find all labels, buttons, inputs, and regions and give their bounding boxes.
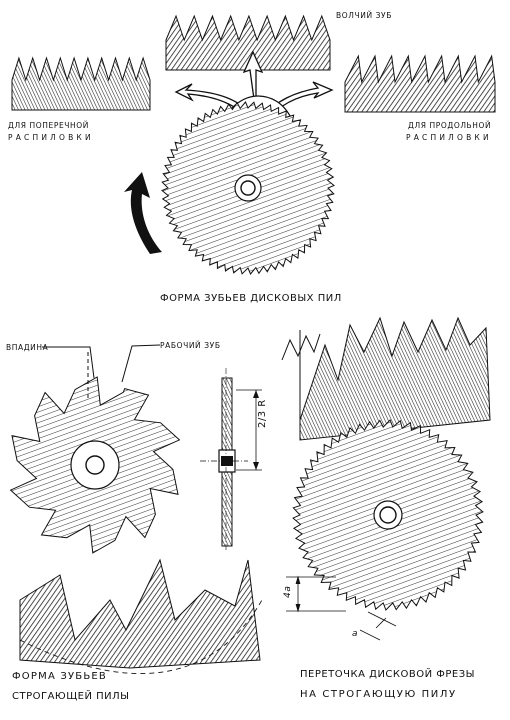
rip-cut-label-line2: РАСПИЛОВКИ [406, 133, 492, 142]
rip-cut-tooth-strip [344, 54, 496, 113]
regrind-caption-line2: НА СТРОГАЮЩУЮ ПИЛУ [300, 689, 457, 700]
two-thirds-r-dimension: 2/3 R [257, 399, 268, 428]
planer-saw-disk [9, 376, 181, 554]
dimension-4a-label: 4a [283, 585, 293, 598]
wolf-tooth-strip [165, 14, 331, 71]
main-caption: ФОРМА ЗУБЬЕВ ДИСКОВЫХ ПИЛ [160, 293, 342, 304]
planer-caption-line2: СТРОГАЮЩЕЙ ПИЛЫ [12, 691, 130, 702]
circular-saw-disk [161, 101, 335, 275]
planer-saw-enlarged-teeth [19, 558, 261, 669]
dimension-a-label: a [352, 629, 359, 639]
outer-dashed-arc [19, 599, 263, 674]
rip-cut-label-line1: ДЛЯ ПРОДОЛЬНОЙ [408, 121, 492, 130]
cross-cut-tooth-strip [11, 56, 151, 111]
wolf-tooth-label: ВОЛЧИЙ ЗУБ [336, 11, 392, 20]
saw-cross-section [200, 368, 262, 552]
regrind-caption-line1: ПЕРЕТОЧКА ДИСКОВОЙ ФРЕЗЫ [300, 669, 475, 680]
working-tooth-label: РАБОЧИЙ ЗУБ [160, 341, 221, 350]
gullet-label: ВПАДИНА [6, 343, 49, 352]
disk-cutter-regrind [292, 419, 484, 611]
curved-arrow-icon [124, 172, 162, 254]
dimension-4a-a [286, 575, 397, 641]
cross-cut-label-line1: ДЛЯ ПОПЕРЕЧНОЙ [8, 121, 89, 130]
leader-lines [42, 344, 161, 400]
regrind-enlarged-teeth [281, 316, 491, 441]
cross-cut-label-line2: РАСПИЛОВКИ [8, 133, 94, 142]
planer-caption-line1: ФОРМА ЗУБЬЕВ [12, 671, 107, 682]
